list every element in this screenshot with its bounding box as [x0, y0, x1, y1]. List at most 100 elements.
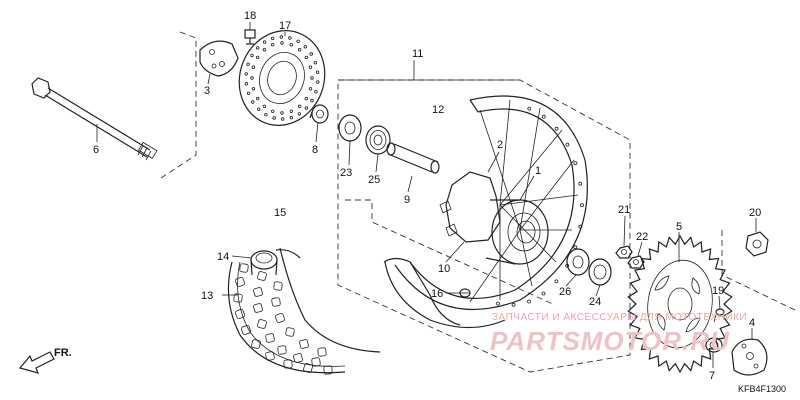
disc-hole	[256, 55, 260, 60]
bearing-26	[566, 248, 590, 276]
spoke	[479, 109, 521, 231]
tread-block	[311, 357, 321, 367]
bearing-group-bracket	[345, 199, 556, 306]
disc-hole	[246, 91, 251, 95]
disc-hole	[313, 61, 318, 65]
spoke	[499, 194, 579, 206]
tread-block	[257, 271, 267, 281]
disc-hole	[309, 52, 313, 56]
watermark-tagline: ЗАПЧАСТИ И АКСЕССУАРЫ ДЛЯ МОТОТЕХНИКИ	[492, 312, 747, 323]
rim-hole	[578, 224, 583, 229]
part-label-10: 10	[438, 263, 450, 275]
tread-block	[275, 313, 285, 323]
rim-hole	[527, 106, 532, 111]
disc-hole	[244, 72, 248, 76]
tread-block	[241, 325, 251, 335]
part-label-8: 8	[312, 144, 318, 156]
collar-7	[705, 337, 723, 353]
sprocket-group-frame	[721, 230, 796, 311]
part-label-1: 1	[535, 165, 541, 177]
disc-hole	[262, 40, 267, 44]
disc-hole	[264, 112, 268, 117]
rear-axle	[31, 77, 158, 161]
part-label-13: 13	[201, 290, 213, 302]
distance-collar	[386, 142, 440, 174]
oil-seal-24	[588, 258, 612, 286]
part-label-24: 24	[589, 296, 601, 308]
brake-disc	[238, 30, 326, 126]
part-label-9: 9	[404, 194, 410, 206]
part-label-14: 14	[217, 251, 229, 263]
disc-hole	[246, 62, 250, 67]
oil-seal-23	[338, 114, 362, 142]
disc-hole	[255, 46, 260, 50]
rim-hole	[580, 203, 584, 208]
disc-hole	[308, 65, 313, 69]
disc-guard-part	[199, 40, 239, 77]
rim-hole	[554, 126, 559, 131]
part-label-22: 22	[636, 231, 648, 243]
part-label-3: 3	[204, 85, 210, 97]
tread-block	[303, 363, 313, 373]
disc-hole	[304, 55, 308, 60]
rear-hub	[439, 171, 549, 265]
tread-block	[323, 365, 333, 375]
tread-block	[285, 327, 295, 337]
rim-hole	[527, 299, 531, 304]
tread-block	[253, 287, 263, 297]
spokes	[469, 99, 579, 303]
part-label-11: 11	[412, 48, 423, 60]
rim-hole	[541, 114, 546, 119]
part-label-7: 7	[709, 370, 715, 382]
front-direction-label: FR.	[54, 347, 72, 359]
disc-hole	[297, 48, 302, 52]
disc-hole	[251, 100, 255, 104]
sprocket-guard-4	[731, 338, 768, 376]
rim-hole	[573, 245, 578, 250]
axle-group-frame	[157, 31, 197, 181]
part-label-20: 20	[749, 207, 761, 219]
part-label-4: 4	[749, 317, 755, 329]
bolt-18	[244, 29, 256, 45]
stud-bolt-21	[615, 245, 633, 259]
disc-hole	[257, 107, 261, 111]
spoke	[499, 129, 563, 206]
disc-hole	[271, 109, 275, 113]
disc-hole	[304, 106, 309, 110]
part-number-labels: 11 12 18 17 3 6 8 23 25 9 2 1 10 16 15 1…	[93, 10, 761, 382]
rim-hole	[554, 279, 559, 284]
disc-hole	[303, 45, 307, 49]
disc-hole	[256, 96, 260, 101]
disc-hole	[315, 70, 320, 74]
spoke	[469, 229, 521, 303]
tread-block	[265, 351, 275, 361]
part-label-21: 21	[618, 204, 630, 216]
tread-block	[271, 297, 281, 307]
disc-hole	[250, 53, 254, 58]
part-label-23: 23	[340, 167, 352, 179]
driven-sprocket	[627, 234, 733, 374]
disc-hole	[251, 65, 256, 69]
disc-hole	[304, 96, 308, 101]
disc-hole	[244, 82, 249, 86]
disc-hole	[310, 98, 314, 103]
spoke	[519, 229, 533, 287]
tread-block	[235, 277, 245, 287]
tread-block	[317, 347, 327, 357]
spoke	[519, 159, 575, 231]
disc-hole	[314, 89, 318, 94]
tread-block	[251, 339, 261, 349]
disc-hole	[271, 36, 275, 41]
part-label-12: 12	[432, 104, 444, 116]
disc-hole	[280, 111, 284, 115]
watermark-brand: PARTSMOTOR.RU	[490, 326, 730, 356]
tread-block	[239, 263, 249, 273]
part-label-17: 17	[279, 20, 291, 32]
part-label-18: 18	[244, 10, 256, 22]
disc-hole	[297, 112, 302, 116]
disc-hole	[250, 76, 254, 80]
part-label-19: 19	[712, 285, 724, 297]
collar-8	[309, 104, 329, 124]
rim-hole	[496, 301, 500, 306]
